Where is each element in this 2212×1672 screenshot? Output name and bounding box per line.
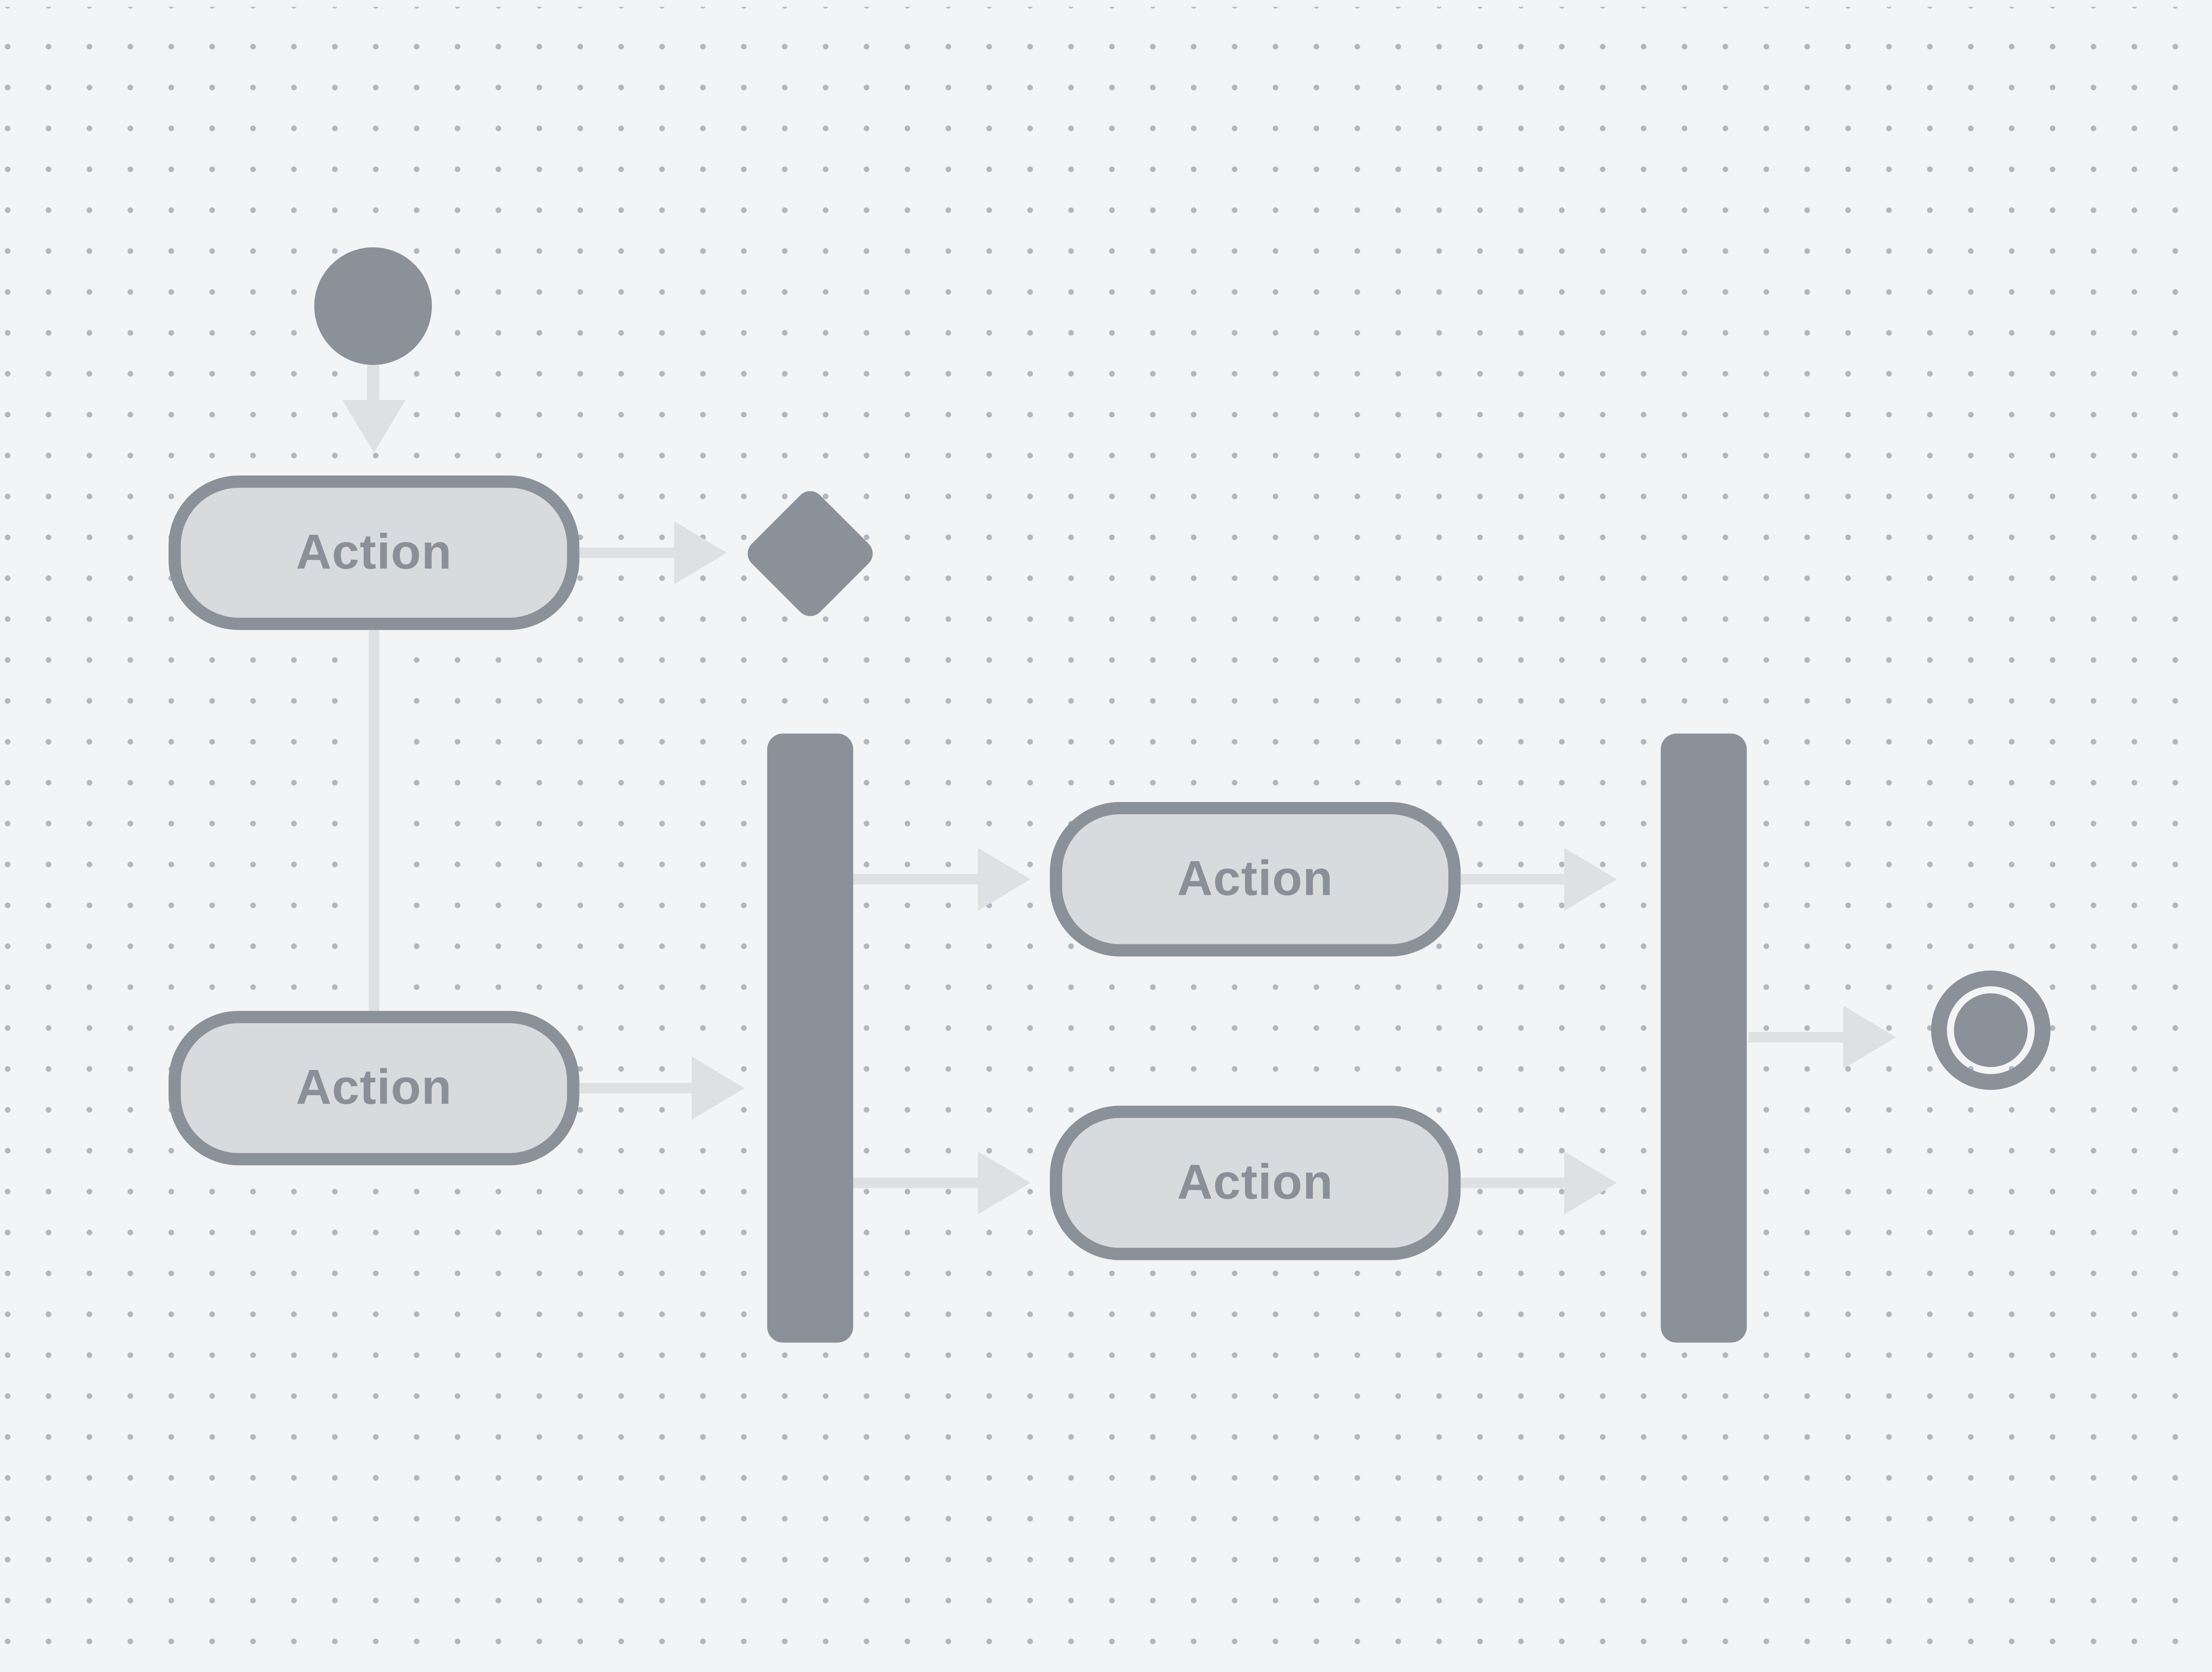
edge-fork-to-action3-arrowhead-icon[interactable] bbox=[978, 847, 1031, 911]
edge-action2-to-fork-line[interactable] bbox=[579, 1082, 692, 1093]
edge-initial-to-action1-arrowhead-icon[interactable] bbox=[342, 399, 406, 453]
action-node-3[interactable]: Action bbox=[1050, 801, 1461, 956]
edge-fork-to-action4-line[interactable] bbox=[853, 1177, 978, 1188]
edge-action1-to-decision-line[interactable] bbox=[579, 547, 674, 558]
diagram-canvas[interactable]: Action Action Action Action bbox=[0, 7, 2212, 1665]
edge-action1-to-action2-line[interactable] bbox=[369, 629, 380, 1011]
edge-fork-to-action4-arrowhead-icon[interactable] bbox=[978, 1151, 1031, 1215]
initial-node[interactable] bbox=[314, 247, 432, 365]
fork-bar-node[interactable] bbox=[767, 733, 853, 1342]
action-node-4[interactable]: Action bbox=[1050, 1105, 1461, 1260]
edge-action4-to-join-arrowhead-icon[interactable] bbox=[1564, 1151, 1617, 1215]
action-node-2-label: Action bbox=[296, 1059, 452, 1114]
edge-join-to-final-arrowhead-icon[interactable] bbox=[1843, 1005, 1896, 1069]
action-node-2[interactable]: Action bbox=[168, 1010, 580, 1166]
edge-action3-to-join-line[interactable] bbox=[1460, 874, 1564, 885]
edge-action1-to-decision-arrowhead-icon[interactable] bbox=[674, 521, 727, 584]
final-node-inner-dot bbox=[1954, 993, 2028, 1067]
decision-diamond-node[interactable] bbox=[742, 485, 879, 622]
action-node-4-label: Action bbox=[1177, 1154, 1333, 1209]
action-node-1-label: Action bbox=[296, 524, 452, 579]
edge-action2-to-fork-arrowhead-icon[interactable] bbox=[691, 1056, 745, 1120]
edge-action3-to-join-arrowhead-icon[interactable] bbox=[1564, 847, 1617, 911]
edge-fork-to-action3-line[interactable] bbox=[853, 874, 978, 885]
action-node-1[interactable]: Action bbox=[168, 475, 580, 630]
final-node[interactable] bbox=[1931, 970, 2051, 1090]
join-bar-node[interactable] bbox=[1660, 733, 1747, 1342]
action-node-3-label: Action bbox=[1177, 851, 1333, 905]
edge-join-to-final-line[interactable] bbox=[1748, 1032, 1843, 1043]
edge-action4-to-join-line[interactable] bbox=[1460, 1177, 1564, 1188]
edge-initial-to-action1-line[interactable] bbox=[367, 364, 380, 400]
